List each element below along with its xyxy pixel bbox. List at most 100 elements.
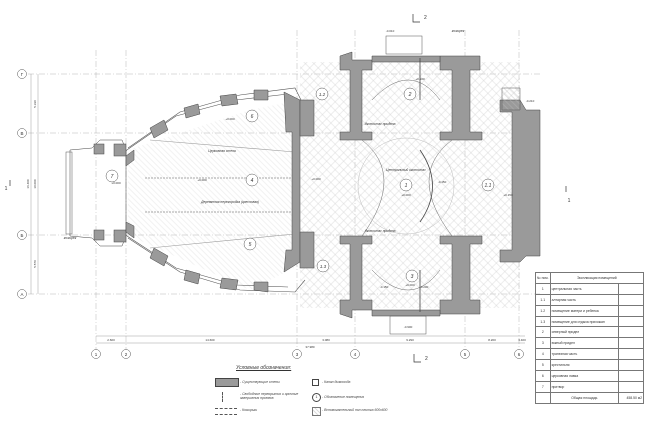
dimension-lines [30, 74, 525, 344]
axis-col-1: 1 [95, 352, 98, 357]
row-area [618, 337, 644, 350]
dim-left-3: 5.570 [33, 260, 37, 268]
level-11: -0.900 [404, 325, 413, 329]
row-number: 1.3 [535, 315, 551, 328]
room-3: 3 [411, 274, 414, 280]
level-1: +0.000 [225, 117, 235, 121]
row-number: 6 [535, 370, 551, 382]
dim-left-2: 10.000 [33, 179, 37, 189]
row-area [618, 304, 644, 317]
room-4: 4 [251, 178, 254, 184]
axis-col-5: 5 [464, 352, 467, 357]
total-value: 458.50 м2 [618, 391, 644, 404]
row-number: 5 [535, 359, 551, 372]
legend-title: Условные обозначения: [236, 365, 292, 371]
room-1-2: 1.2 [319, 92, 326, 97]
axis-row-v: В [20, 131, 23, 136]
row-name: трапезная часть [549, 348, 620, 361]
level-13: +0.000 [401, 193, 411, 197]
row-name: алтарная часть [549, 293, 620, 306]
row-area [618, 380, 644, 393]
row-name: помещение для отдыха прихожан [549, 315, 620, 328]
row-name: центральная часть [549, 282, 620, 295]
explication-header: № пом. Экспликация помещений [535, 272, 645, 284]
level-3: +0.000 [197, 178, 207, 182]
room-6: 6 [251, 114, 254, 120]
level-14: +0.000 [405, 283, 415, 287]
row-number: 7 [535, 380, 551, 393]
section-mark-bottom: 2 [425, 356, 428, 362]
level-2: +0.000 [111, 181, 121, 185]
row-area [618, 293, 644, 306]
dim-2: 14.600 [205, 338, 215, 342]
legend-floor: - Вспомогательный пол плитка 600х600 [322, 408, 388, 412]
row-number: 2 [535, 326, 551, 339]
section-mark-top: 2 [424, 15, 427, 21]
legend-swatch-room: 1 [312, 393, 321, 402]
section-side-left: 1 [5, 186, 8, 192]
dim-5: 8.200 [488, 338, 496, 342]
legend-exhaust: - Канал дымохода [322, 380, 351, 384]
axis-bubbles [17, 69, 524, 359]
row-area [618, 282, 644, 295]
label-porch-top: козырек [452, 29, 465, 33]
level-5: -0.150 [438, 180, 447, 184]
row-area [618, 348, 644, 361]
legend-swatch-walls [215, 378, 239, 387]
row-name: церковная лавка [549, 370, 620, 382]
label-wall: Церковная стена [208, 149, 236, 153]
level-8: -0.200 [420, 285, 429, 289]
row-name: крестильня [549, 359, 620, 372]
level-6: +0.150 [503, 193, 513, 197]
row-number: 1.1 [535, 293, 551, 306]
arches [357, 58, 455, 312]
dim-4: 9.290 [406, 338, 414, 342]
axis-col-3: 3 [296, 352, 299, 357]
axis-row-a: А [20, 292, 23, 297]
section-side-right: 1 [568, 198, 571, 204]
room-7: 7 [111, 174, 114, 180]
row-number: 1 [535, 282, 551, 295]
level-12: -0.150 [380, 285, 389, 289]
axis-col-6: 6 [518, 352, 521, 357]
row-area [618, 315, 644, 328]
section-marks [9, 14, 567, 363]
dim-6: 3.400 [518, 338, 526, 342]
row-number: 3 [535, 337, 551, 350]
total-label: Общая площадь [549, 391, 620, 404]
axis-row-g: Г [21, 72, 24, 77]
label-south-ik: Иконостас придела [365, 229, 396, 233]
row-name: северный придел [549, 326, 620, 339]
level-9: -0.210 [526, 99, 535, 103]
legend-canopies: - Козырьки [240, 408, 258, 412]
label-central: Центральный иконостас [386, 168, 426, 172]
legend-swatch-exhaust [312, 379, 319, 386]
label-partition: Деревянная перегородка (кресловая) [200, 200, 259, 204]
row-area [618, 370, 644, 382]
total-spacer [535, 391, 551, 404]
legend-room-mark: - Обозначение помещения [322, 395, 365, 399]
dim-total: 37.980 [305, 345, 315, 349]
axis-row-b: Б [21, 233, 24, 238]
room-1-1: 1.1 [485, 183, 492, 189]
label-porch: козырек [64, 236, 77, 240]
row-name: притвор [549, 380, 620, 393]
room-1-3: 1.3 [320, 264, 327, 269]
axis-col-2: 2 [125, 352, 128, 357]
legend-demolished: - Свободные перекрытия и арочные заверше… [240, 392, 299, 400]
level-10: -0.010 [386, 29, 395, 33]
existing-walls [69, 51, 541, 319]
room-2: 2 [408, 92, 412, 98]
label-north-ik: Иконостас придела [365, 122, 396, 126]
axis-col-4: 4 [354, 352, 357, 357]
